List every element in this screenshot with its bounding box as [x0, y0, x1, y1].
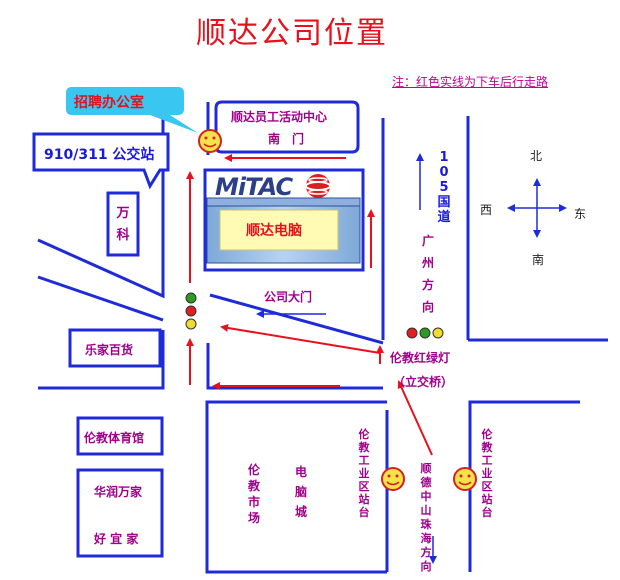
computer-city-label: 电脑城: [294, 465, 307, 519]
traffic-light-horizontal-icon: [406, 327, 444, 339]
compass-south-label: 南: [532, 253, 545, 267]
wanke-building: [106, 191, 140, 257]
road-line: [38, 330, 165, 390]
road-line: [205, 400, 387, 574]
compass-west-label: 西: [480, 203, 493, 217]
overpass-label: （立交桥）: [393, 375, 454, 389]
shunda-pc-building: [206, 197, 361, 264]
guangzhou-direction-label: 广州方向: [421, 234, 434, 314]
compass-north-label: 北: [530, 149, 543, 163]
road-line: [37, 275, 164, 322]
walk-arrow: [220, 324, 381, 354]
staff-center-callout: [214, 100, 360, 154]
lejia-label: 乐家百货: [85, 343, 134, 357]
walk-arrow: [397, 380, 433, 456]
traffic-light-label: 伦教红绿灯: [390, 351, 451, 365]
mitac-logo: [305, 174, 331, 198]
person-icon-west-stop: [381, 467, 405, 491]
mitac-logo-text: MiTAC: [215, 173, 293, 201]
huarun-building: [76, 468, 164, 558]
south-gate-label: 南 门: [268, 132, 305, 146]
wanke-label: 万科: [116, 206, 130, 243]
shunde-direction-label: 顺德中山珠海方向: [420, 462, 432, 573]
compass-rose: [507, 178, 567, 238]
direction-arrows: [256, 153, 437, 564]
gym-label: 伦教体育馆: [84, 431, 145, 445]
shunda-pc-label: 顺达电脑: [246, 223, 302, 239]
person-icon-recruit: [198, 129, 222, 153]
haoyijia-label: 好 宜 家: [94, 532, 139, 546]
national-road-label: 105国道: [437, 150, 451, 225]
gym-building: [76, 416, 164, 456]
staff-center-label: 顺达员工活动中心: [231, 110, 328, 124]
recruit-office-callout: [66, 87, 198, 133]
west-bus-stop-label: 伦教工业区站台: [358, 428, 370, 519]
roads: [37, 102, 608, 574]
road-line: [206, 343, 383, 390]
huarun-label: 华润万家: [94, 485, 143, 499]
company-gate-label: 公司大门: [264, 290, 313, 304]
road-line: [468, 400, 580, 572]
company-block: [203, 168, 365, 272]
road-line: [209, 293, 384, 345]
recruit-office-label: 招聘办公室: [74, 95, 144, 111]
east-bus-stop-label: 伦教工业区站台: [481, 428, 493, 519]
lejia-building: [68, 328, 162, 368]
market-label: 伦教市场: [247, 463, 260, 525]
traffic-light-vertical-icon: [185, 292, 197, 330]
compass-east-label: 东: [574, 207, 587, 221]
route-note: 注：红色实线为下车后行走路: [392, 75, 549, 89]
person-icon-east-stop: [453, 467, 477, 491]
bus-stop-callout: [32, 132, 170, 190]
page-title: 顺达公司位置: [196, 16, 388, 51]
walk-route: [186, 154, 433, 456]
bus-stop-label: 910/311 公交站: [44, 147, 155, 163]
